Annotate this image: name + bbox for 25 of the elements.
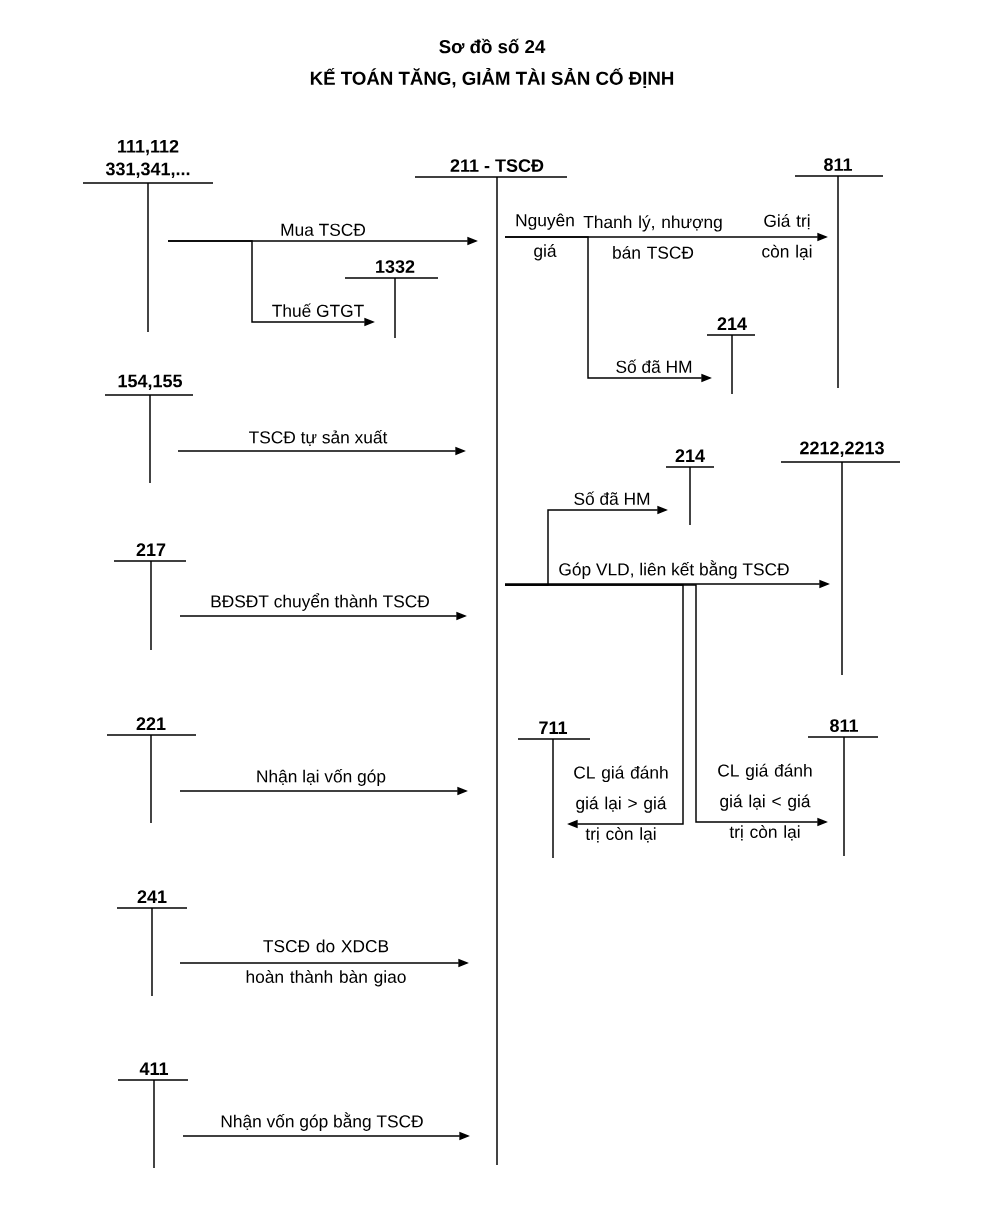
amount-label: Nguyên giá (516, 213, 574, 261)
title: KẾ TOÁN TĂNG, GIẢM TÀI SẢN CỐ ĐỊNH (310, 67, 674, 89)
edge-label: Nhận vốn góp bằng TSCĐ (221, 1112, 423, 1131)
edge-label: TSCĐ do XDCB hoàn thành bàn giao (246, 939, 406, 987)
edge-label: Số đã HM (616, 359, 692, 373)
edge-label: Mua TSCĐ (281, 223, 365, 236)
edge-label: Thuế GTGT (272, 303, 364, 317)
t-account: 221 (106, 717, 197, 824)
edge-label: Thanh lý, nhượng bán TSCĐ (583, 215, 722, 259)
edge-label: CL giá đánh giá lại > giá trị còn lại (574, 765, 668, 843)
t-account: 241 (116, 890, 188, 997)
edge-label: Góp VLD, liên kết bằng TSCĐ (559, 560, 789, 579)
t-account: 217 (113, 543, 187, 651)
t-account: 154,155 (104, 374, 194, 484)
t-account: 214 (706, 317, 756, 395)
edge-label: CL giá đánh giá lại < giá trị còn lại (718, 763, 812, 841)
edge-label: Nhận lại vốn góp (257, 769, 386, 786)
edge-label: TSCĐ tự sản xuất (249, 430, 388, 446)
edge-label: BĐSĐT chuyển thành TSCĐ (211, 593, 429, 611)
t-account: 214 (665, 449, 715, 526)
t-account: 411 (117, 1062, 189, 1169)
edge-label: Số đã HM (574, 491, 650, 505)
amount-label: Giá trị còn lại (762, 214, 812, 261)
t-account: 111,112 331,341,... (82, 139, 214, 333)
diagram-number: Sơ đồ số 24 (439, 38, 546, 54)
